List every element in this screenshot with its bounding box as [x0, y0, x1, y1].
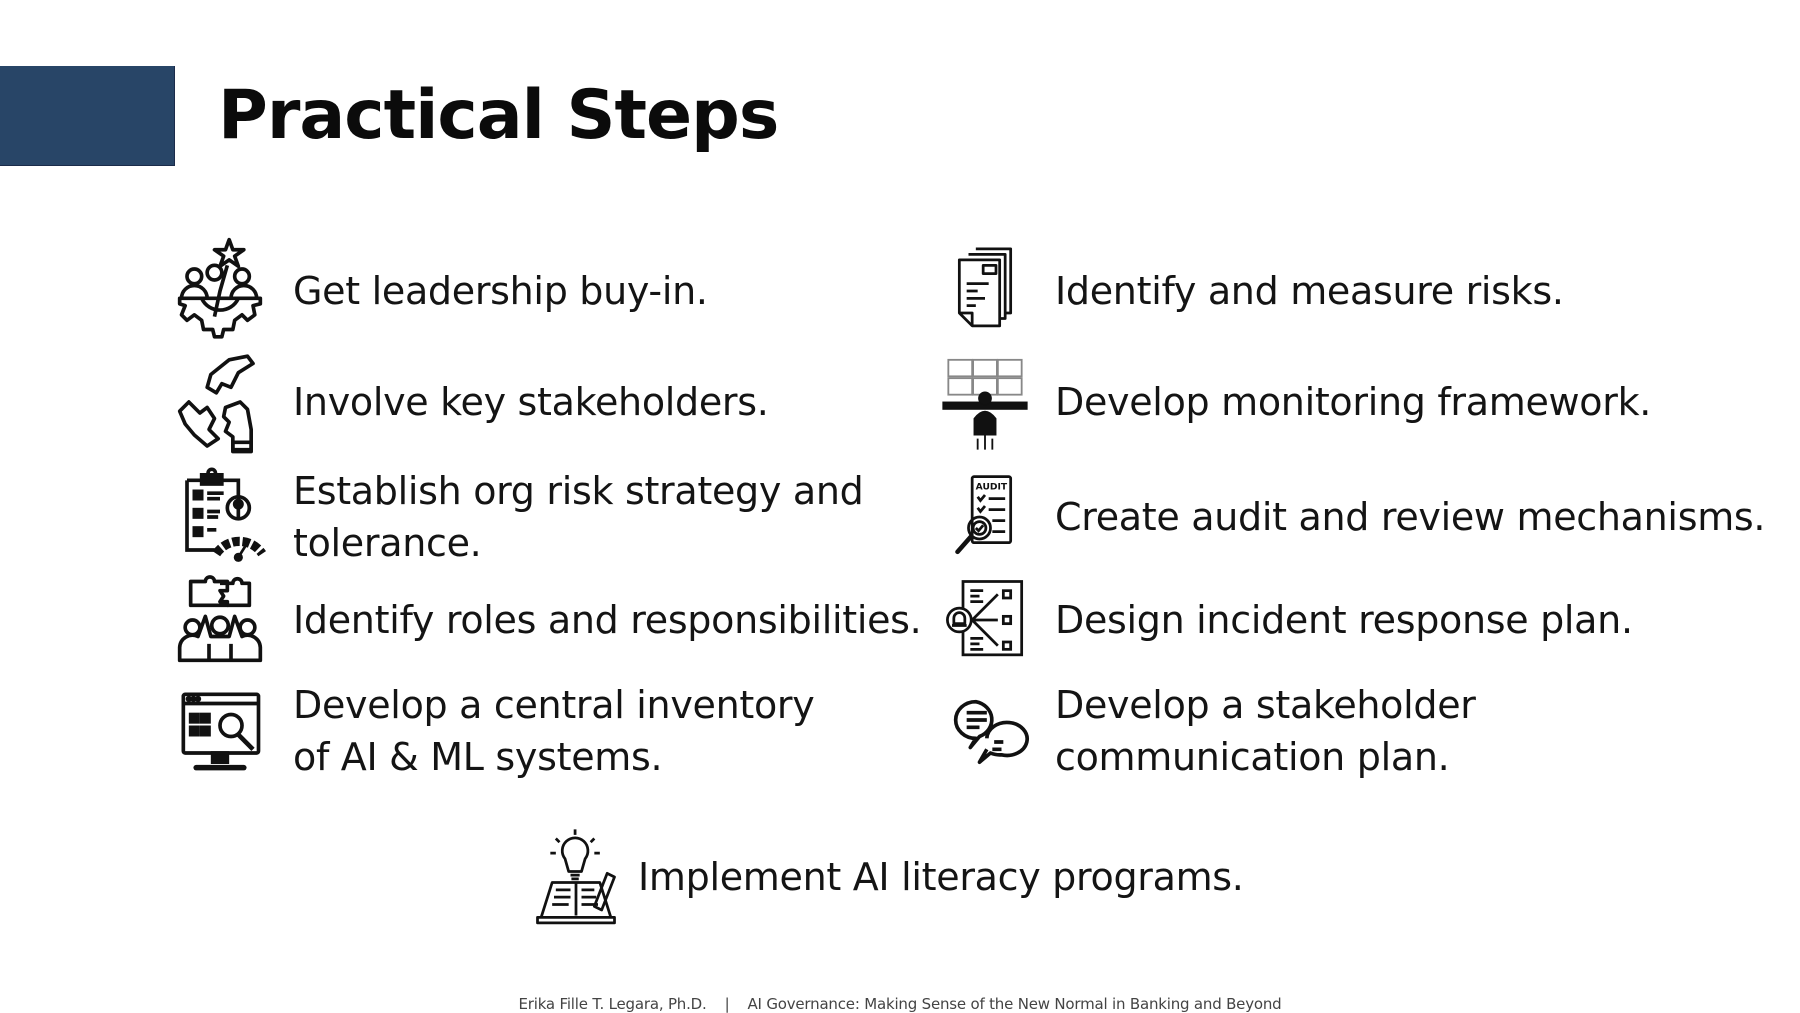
step-ai-literacy: Implement AI literacy programs. [530, 822, 1244, 932]
title-accent-block [0, 66, 175, 166]
literacy-book-bulb-icon [530, 822, 622, 932]
step-incident-response: Design incident response plan. [937, 565, 1633, 675]
footer-author: Erika Fille T. Legara, Ph.D. [518, 995, 707, 1013]
step-stakeholders: Involve key stakeholders. [172, 347, 769, 457]
step-text: Implement AI literacy programs. [638, 855, 1244, 899]
step-text: Develop a stakeholder communication plan… [1055, 683, 1476, 779]
step-roles: Identify roles and responsibilities. [172, 565, 922, 675]
monitoring-station-icon [937, 347, 1033, 457]
team-puzzle-icon [172, 565, 268, 675]
step-text: Develop a central inventory of AI & ML s… [293, 683, 815, 779]
step-communication: Develop a stakeholder communication plan… [937, 676, 1476, 786]
svg-text:AUDIT: AUDIT [976, 482, 1008, 493]
leadership-gear-icon [172, 236, 268, 346]
puzzle-hands-icon [172, 347, 268, 457]
audit-checklist-icon: AUDIT [937, 462, 1033, 572]
step-leadership: Get leadership buy-in. [172, 236, 708, 346]
incident-response-icon [937, 565, 1033, 675]
step-text: Identify and measure risks. [1055, 269, 1564, 313]
step-monitoring: Develop monitoring framework. [937, 347, 1651, 457]
page-title: Practical Steps [218, 76, 779, 155]
step-text: Identify roles and responsibilities. [293, 598, 922, 642]
step-text: Design incident response plan. [1055, 598, 1633, 642]
step-text: Involve key stakeholders. [293, 380, 769, 424]
step-text: Establish org risk strategy and toleranc… [293, 469, 864, 565]
footer-separator: | [724, 995, 730, 1013]
step-text: Get leadership buy-in. [293, 269, 708, 313]
risk-clipboard-gauge-icon [172, 462, 268, 572]
step-text: Create audit and review mechanisms. [1055, 495, 1766, 539]
step-risk-strategy: Establish org risk strategy and toleranc… [172, 462, 864, 572]
footer-talk-title: AI Governance: Making Sense of the New N… [747, 995, 1282, 1013]
step-measure-risks: Identify and measure risks. [937, 236, 1564, 346]
step-text: Develop monitoring framework. [1055, 380, 1652, 424]
inventory-monitor-icon [172, 676, 268, 786]
documents-icon [937, 236, 1033, 346]
chat-bubbles-icon [937, 676, 1033, 786]
slide-footer: Erika Fille T. Legara, Ph.D. | AI Governan… [0, 995, 1800, 1013]
step-inventory: Develop a central inventory of AI & ML s… [172, 676, 815, 786]
step-audit: AUDIT Create audit and review mechanisms… [937, 462, 1765, 572]
